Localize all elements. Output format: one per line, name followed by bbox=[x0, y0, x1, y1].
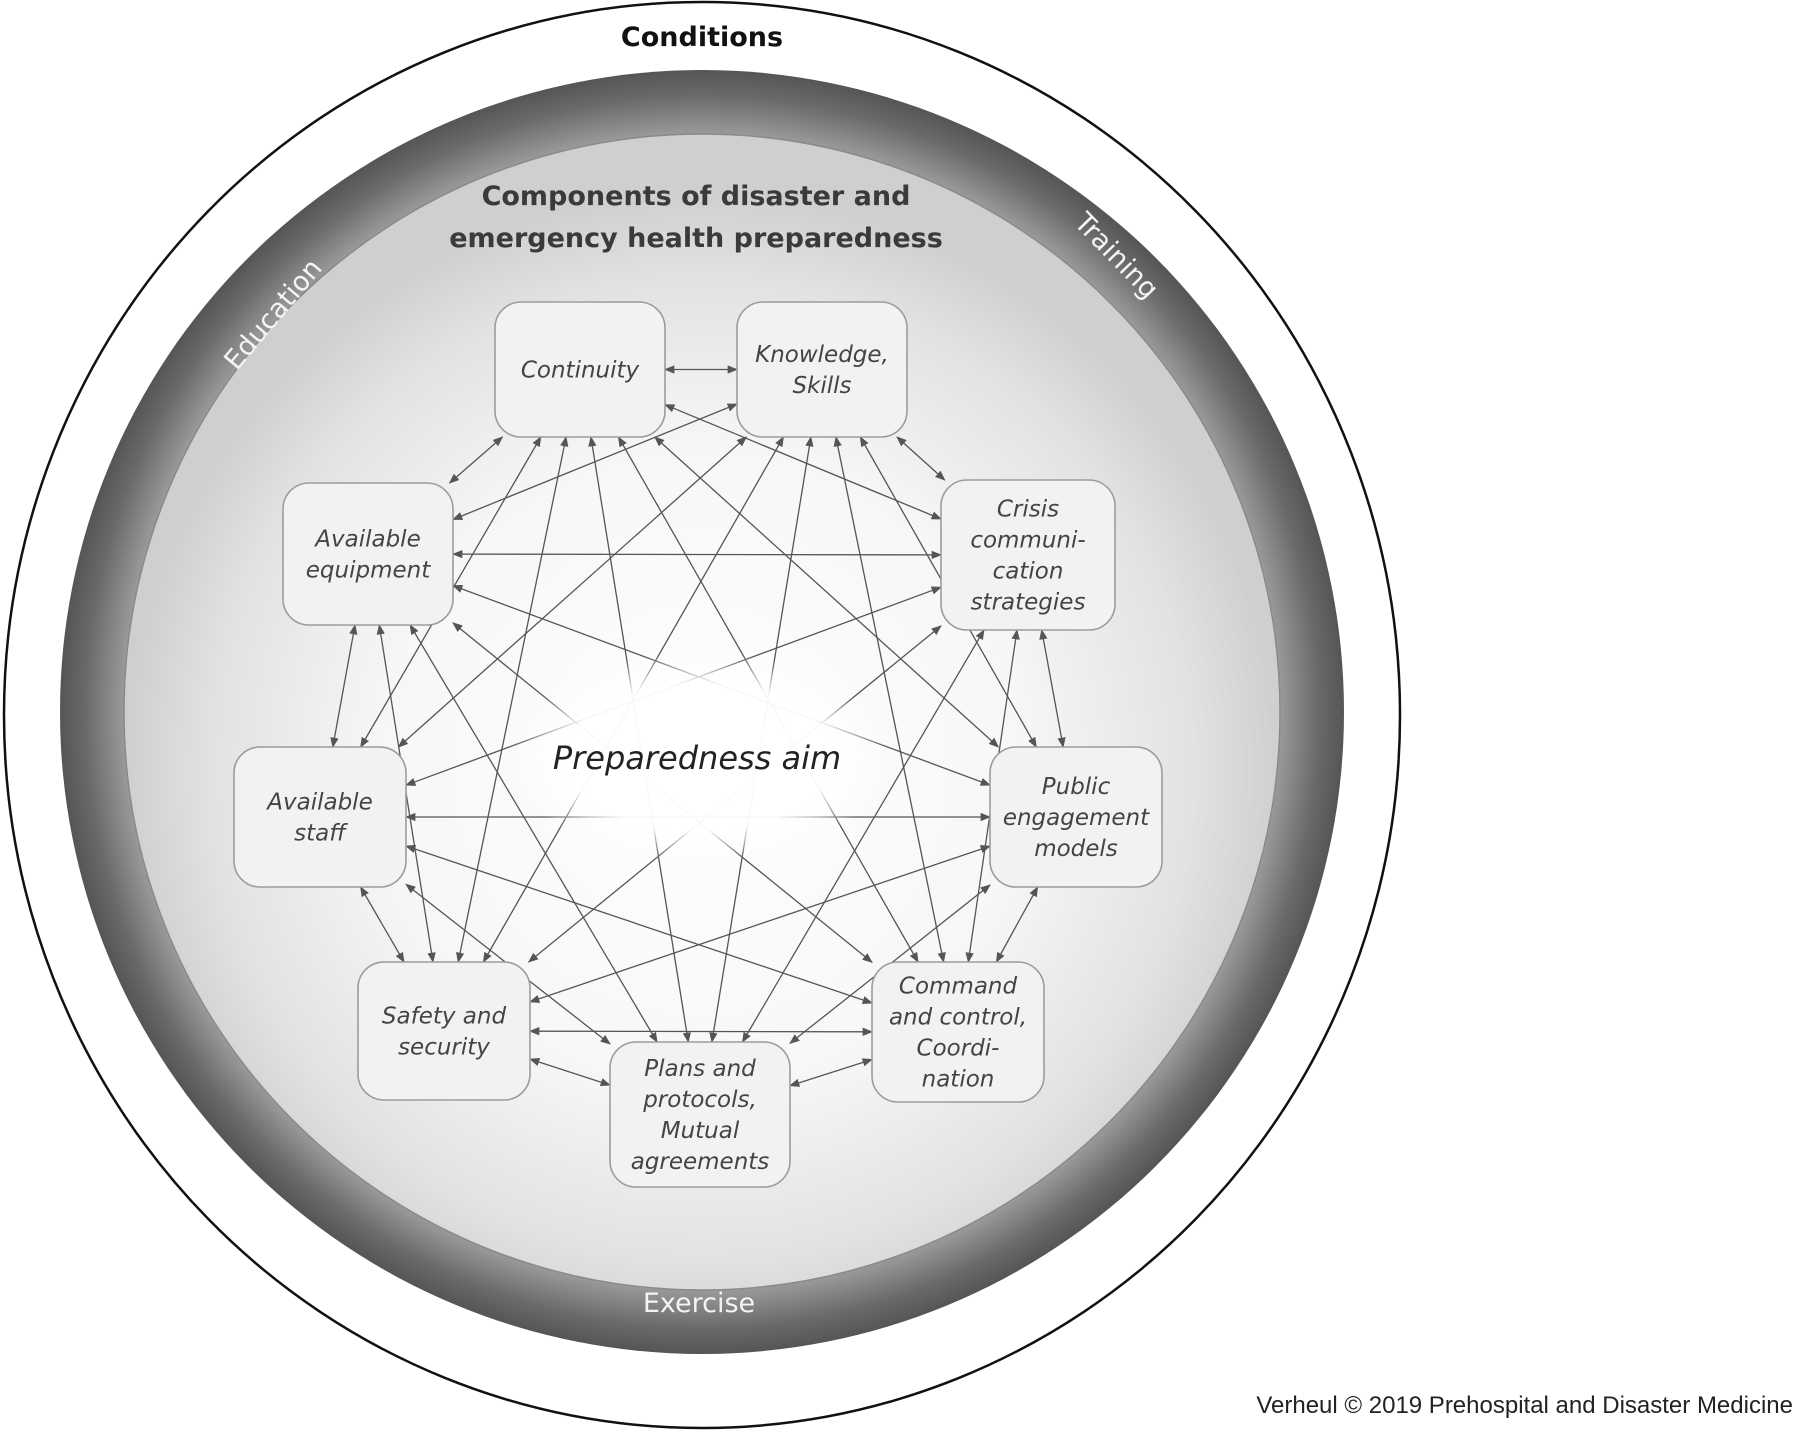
component-box-staff bbox=[233, 746, 407, 888]
preparedness-aim-label: Preparedness aim bbox=[553, 739, 841, 777]
component-node-knowledge: Knowledge, Skills bbox=[736, 301, 908, 438]
arrow-crisis-public bbox=[1039, 628, 1066, 749]
component-label-public-2: models bbox=[1034, 836, 1118, 862]
arrow-knowledge-equipment bbox=[452, 403, 738, 521]
arrow-command-safety bbox=[528, 1027, 874, 1036]
component-node-continuity: Continuity bbox=[494, 301, 666, 438]
arrow-staff-equipment bbox=[330, 623, 358, 749]
component-node-crisis: Crisis communi-cation strategies bbox=[940, 479, 1116, 631]
component-label-plans-0: Plans and bbox=[644, 1056, 756, 1082]
component-label-safety-1: security bbox=[398, 1035, 490, 1061]
arrow-plans-equipment bbox=[409, 624, 658, 1043]
component-label-public-1: engagement bbox=[1003, 805, 1150, 831]
diagram-title-line1: Components of disaster and bbox=[482, 181, 911, 212]
arrow-crisis-equipment bbox=[451, 549, 943, 560]
component-node-command: Command and control, Coordi-nation bbox=[871, 961, 1045, 1103]
component-box-public bbox=[989, 746, 1163, 888]
component-label-staff-1: staff bbox=[294, 821, 348, 847]
component-label-equipment-0: Available bbox=[313, 527, 420, 553]
component-label-continuity-0: Continuity bbox=[521, 358, 640, 384]
component-label-command-1: and control, bbox=[889, 1005, 1027, 1031]
diagram-title-line2: emergency health preparedness bbox=[449, 223, 943, 254]
component-label-staff-0: Available bbox=[265, 790, 372, 816]
aim-glow bbox=[510, 652, 890, 862]
arrow-plans-safety bbox=[529, 1058, 611, 1087]
component-label-crisis-0: Crisis bbox=[997, 497, 1059, 523]
component-label-crisis-3: strategies bbox=[971, 590, 1086, 616]
component-label-crisis-2: cation bbox=[993, 559, 1064, 585]
component-label-plans-3: agreements bbox=[631, 1149, 770, 1175]
component-box-plans bbox=[609, 1041, 791, 1188]
conditions-label: Conditions bbox=[621, 22, 783, 53]
component-label-command-2: Coordi- bbox=[917, 1036, 1000, 1062]
component-node-staff: Available staff bbox=[233, 746, 407, 888]
component-box-equipment bbox=[282, 482, 454, 626]
arrow-public-command bbox=[995, 886, 1039, 963]
component-label-public-0: Public bbox=[1042, 774, 1111, 800]
component-box-knowledge bbox=[736, 301, 908, 438]
copyright-credit: Verheul © 2019 Prehospital and Disaster … bbox=[1256, 1392, 1793, 1419]
component-label-plans-1: protocols, bbox=[642, 1087, 757, 1113]
component-node-safety: Safety and security bbox=[357, 961, 531, 1101]
component-label-plans-2: Mutual bbox=[661, 1118, 740, 1144]
component-label-knowledge-0: Knowledge, bbox=[755, 342, 889, 368]
component-label-command-3: nation bbox=[922, 1067, 995, 1093]
component-node-equipment: Available equipment bbox=[282, 482, 454, 626]
component-label-command-0: Command bbox=[899, 974, 1018, 1000]
component-node-plans: Plans and protocols, Mutual agreements bbox=[609, 1041, 791, 1188]
component-label-crisis-1: communi- bbox=[970, 528, 1085, 554]
component-label-knowledge-1: Skills bbox=[792, 373, 851, 399]
component-box-safety bbox=[357, 961, 531, 1101]
component-label-safety-0: Safety and bbox=[382, 1004, 507, 1030]
component-node-public: Public engagement models bbox=[989, 746, 1163, 888]
component-box-command bbox=[871, 961, 1045, 1103]
component-label-equipment-1: equipment bbox=[306, 558, 431, 584]
ring-label-exercise: Exercise bbox=[643, 1288, 755, 1319]
component-box-crisis bbox=[940, 479, 1116, 631]
arrow-command-plans bbox=[789, 1058, 873, 1087]
component-box-continuity bbox=[494, 301, 666, 438]
